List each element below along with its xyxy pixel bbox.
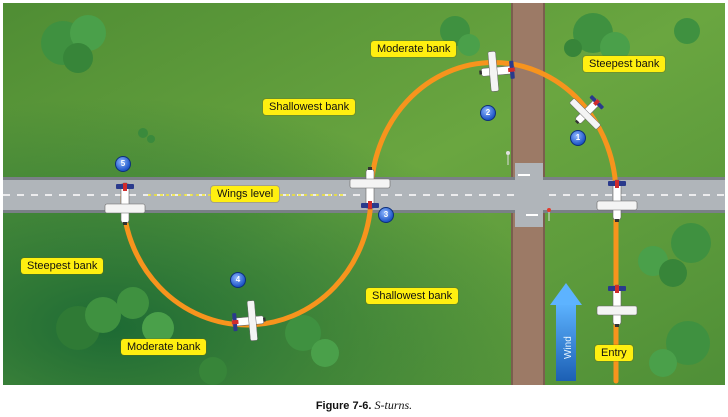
wind-label: Wind — [563, 336, 574, 360]
position-badge-2: 2 — [480, 105, 496, 121]
callout-moderate-bank-bottom: Moderate bank — [121, 339, 207, 355]
position-badge-3: 3 — [378, 207, 394, 223]
stop-sign-icon — [547, 208, 551, 212]
tree-icon — [117, 287, 174, 344]
callout-steepest-bank-top: Steepest bank — [583, 56, 666, 72]
callout-shallowest-bank-bottom: Shallowest bank — [366, 288, 459, 304]
caption-title: S-turns. — [374, 398, 413, 412]
tree-icon — [138, 128, 155, 143]
road-intersection — [515, 163, 543, 227]
wind-arrow-icon — [550, 283, 582, 381]
tree-icon — [56, 297, 121, 350]
figure-caption: Figure 7-6. S-turns. — [0, 398, 728, 413]
trees — [41, 13, 711, 385]
position-badge-5: 5 — [115, 156, 131, 172]
tree-icon — [649, 321, 710, 377]
callout-wings-level: Wings level — [211, 186, 280, 202]
tree-icon — [564, 13, 630, 62]
tree-icon — [638, 223, 711, 287]
tree-icon — [285, 315, 339, 367]
callout-steepest-bank-bottom: Steepest bank — [21, 258, 104, 274]
callout-shallowest-bank-top: Shallowest bank — [263, 99, 356, 115]
callout-entry: Entry — [595, 345, 633, 361]
position-badge-4: 4 — [230, 272, 246, 288]
callout-moderate-bank-top: Moderate bank — [371, 41, 457, 57]
tree-icon — [674, 18, 700, 44]
tree-icon — [440, 16, 480, 56]
position-badge-1: 1 — [570, 130, 586, 146]
s-turns-diagram: Moderate bank Steepest bank Shallowest b… — [3, 3, 725, 385]
tree-icon — [199, 357, 227, 385]
tree-icon — [41, 15, 106, 73]
caption-label: Figure 7-6. — [315, 400, 372, 412]
road-sign-icon — [506, 151, 510, 155]
